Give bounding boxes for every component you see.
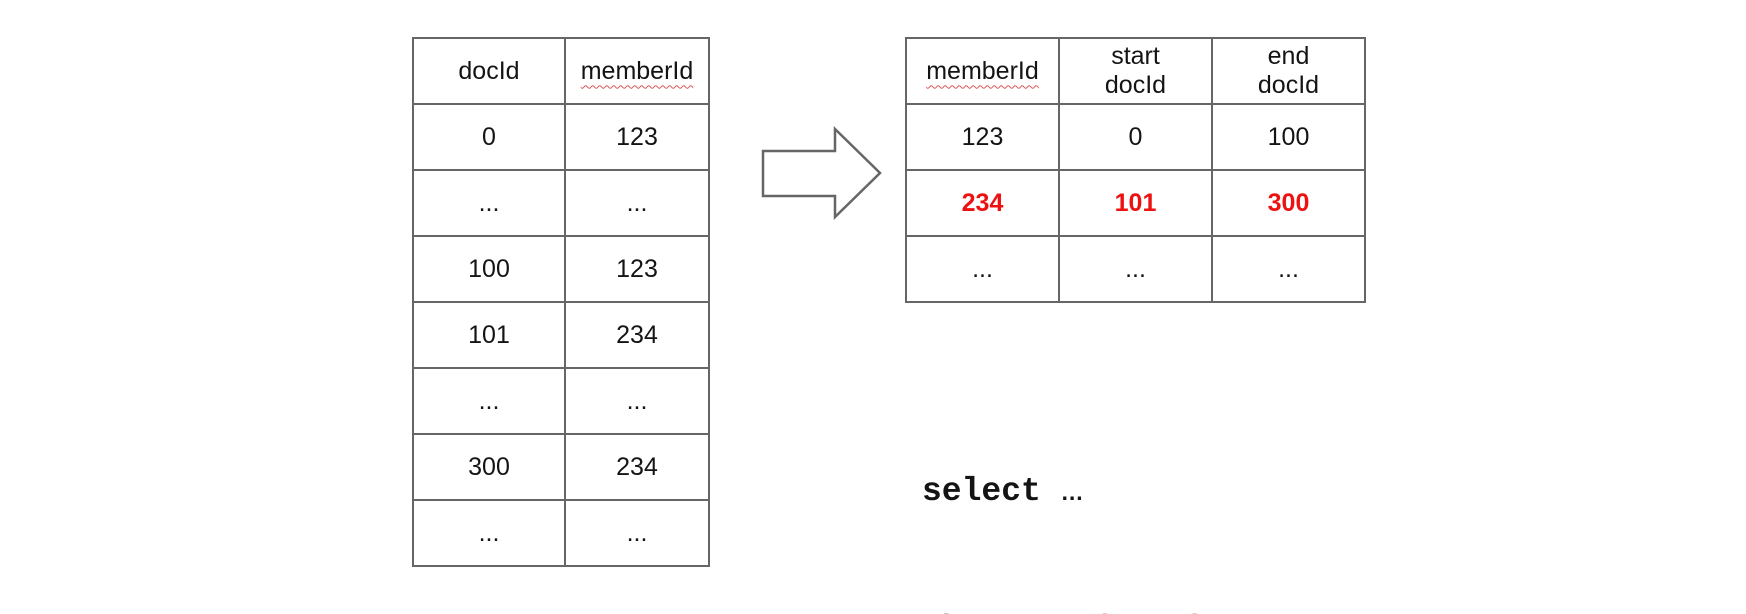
select-keyword: select xyxy=(922,473,1061,510)
cell-start-docid: 0 xyxy=(1058,103,1213,171)
cell-memberid: 234 xyxy=(564,301,710,369)
cell-docid: 100 xyxy=(412,235,566,303)
table-row: ... ... xyxy=(412,169,710,237)
table-row: ... ... xyxy=(412,499,710,567)
cell-docid: ... xyxy=(412,169,566,237)
where-keyword: where xyxy=(922,611,1041,614)
header-end-line1: end xyxy=(1267,42,1310,70)
sql-snippet: select … where memberId = 234… group by … xyxy=(922,377,1341,614)
cell-docid: 0 xyxy=(412,103,566,171)
table-row: 100 123 xyxy=(412,235,710,303)
cell-memberid: ... xyxy=(564,169,710,237)
cell-memberid: 234 xyxy=(564,433,710,501)
cell-docid: ... xyxy=(412,499,566,567)
cell-docid: 101 xyxy=(412,301,566,369)
header-start-line1: start xyxy=(1111,42,1160,70)
cell-end-docid: 100 xyxy=(1211,103,1366,171)
cell-memberid: ... xyxy=(564,499,710,567)
header-memberid: memberId xyxy=(564,37,710,105)
right-arrow-icon xyxy=(760,126,884,220)
header-docid-label: docId xyxy=(458,56,520,85)
table-row: 123 0 100 xyxy=(905,103,1366,171)
docid-memberid-table: docId memberId 0 123 ... ... 100 123 101 xyxy=(412,37,710,567)
table-row-highlighted: 234 101 300 xyxy=(905,169,1366,237)
cell-end-docid: 300 xyxy=(1211,169,1366,237)
cell-memberid: 123 xyxy=(564,235,710,303)
table-header-row: docId memberId xyxy=(412,37,710,105)
header-start-line2: docId xyxy=(1104,71,1167,99)
table-header-row: memberId start docId end docId xyxy=(905,37,1366,105)
cell-memberid: 123 xyxy=(564,103,710,171)
table-row: 300 234 xyxy=(412,433,710,501)
cell-end-docid: ... xyxy=(1211,235,1366,303)
sql-line-select: select … xyxy=(922,469,1341,515)
header-memberid: memberId xyxy=(905,37,1060,105)
cell-docid: ... xyxy=(412,367,566,435)
header-end-line2: docId xyxy=(1257,71,1320,99)
header-docid: docId xyxy=(412,37,566,105)
cell-memberid: ... xyxy=(564,367,710,435)
cell-start-docid: ... xyxy=(1058,235,1213,303)
header-memberid-label: memberId xyxy=(926,56,1039,85)
cell-memberid: 234 xyxy=(905,169,1060,237)
header-end-docid: end docId xyxy=(1211,37,1366,105)
header-start-docid: start docId xyxy=(1058,37,1213,105)
where-equals-value: = 234 xyxy=(1199,611,1318,614)
cell-start-docid: 101 xyxy=(1058,169,1213,237)
table-row: 0 123 xyxy=(412,103,710,171)
cell-memberid: ... xyxy=(905,235,1060,303)
table-row: 101 234 xyxy=(412,301,710,369)
where-field-memberid: memberId xyxy=(1041,611,1199,614)
select-ellipsis: … xyxy=(1060,479,1084,505)
memberid-range-table: memberId start docId end docId 123 0 100… xyxy=(905,37,1366,303)
header-memberid-label: memberId xyxy=(580,56,694,85)
table-row: ... ... xyxy=(412,367,710,435)
cell-memberid: 123 xyxy=(905,103,1060,171)
table-row: ... ... ... xyxy=(905,235,1366,303)
sql-line-where: where memberId = 234… xyxy=(922,607,1341,614)
cell-docid: 300 xyxy=(412,433,566,501)
